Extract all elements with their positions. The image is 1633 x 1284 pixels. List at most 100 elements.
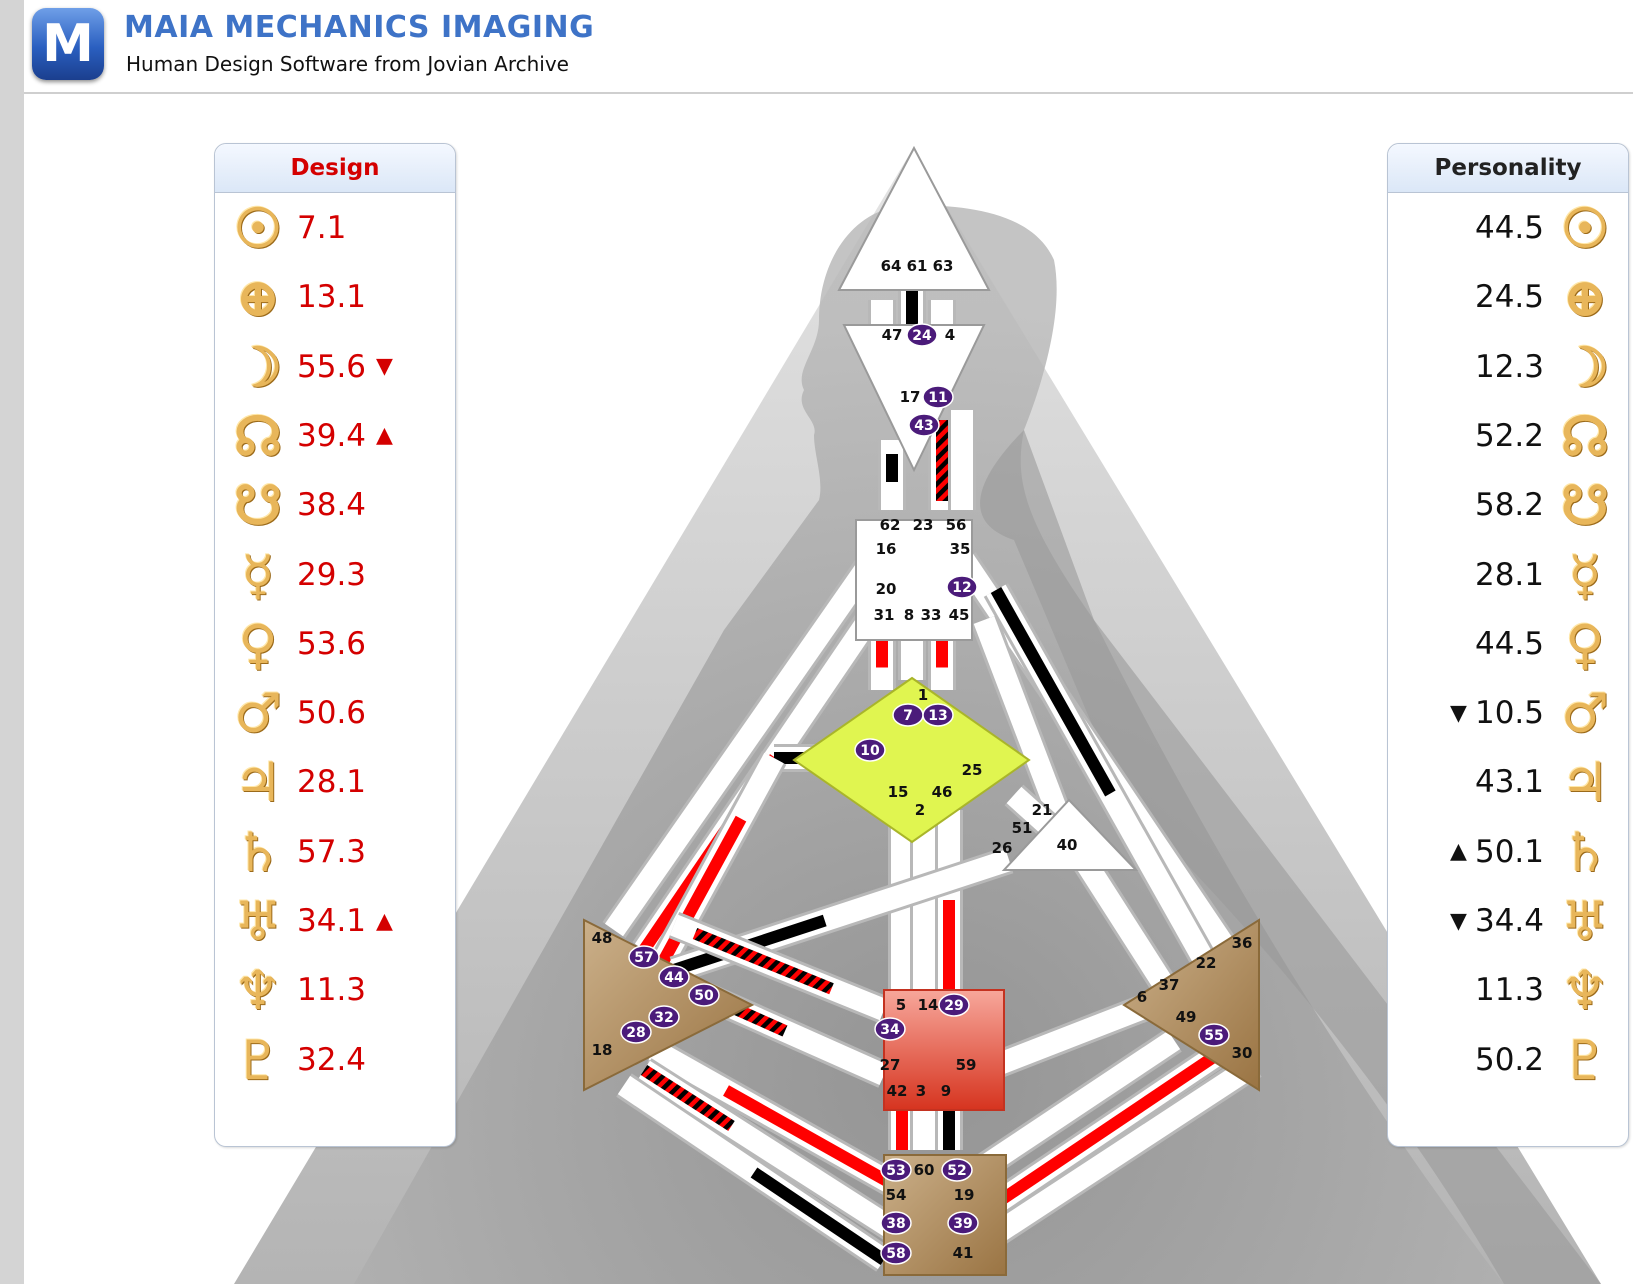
- pluto-icon: ♇: [1560, 1027, 1610, 1092]
- gate-10: 10: [860, 743, 880, 759]
- south-node-icon: ☋: [1561, 473, 1609, 538]
- venus-icon: ♀: [1565, 611, 1605, 676]
- app-window: M MAIA MECHANICS IMAGING Human Design So…: [24, 0, 1633, 1284]
- sacral-center: [883, 989, 1005, 1111]
- gate-line-value: 58.2: [1474, 487, 1544, 524]
- gate-54: 54: [886, 1186, 907, 1204]
- mercury-icon: ☿: [241, 542, 275, 607]
- gate-58: 58: [886, 1246, 905, 1262]
- gate-44: 44: [664, 970, 684, 986]
- personality-row-north-node: 52.2☊: [1400, 404, 1620, 468]
- sun-icon: ☉: [1560, 196, 1610, 260]
- gate-line-value: 34.4: [1474, 903, 1544, 939]
- gate-11-marker: [922, 385, 954, 409]
- personality-row-moon: 12.3☽: [1400, 335, 1620, 399]
- gate-55: 55: [1204, 1028, 1223, 1044]
- gate-line-value: 50.6: [297, 695, 367, 732]
- gate-55-marker: [1198, 1023, 1230, 1047]
- gate-line-value: 10.5: [1474, 695, 1544, 732]
- jupiter-icon: ♃: [233, 750, 283, 815]
- personality-title: Personality: [1388, 144, 1628, 193]
- gate-7: 7: [903, 708, 913, 724]
- design-row-saturn: ♄57.3: [223, 820, 443, 884]
- maia-logo: M: [32, 8, 104, 80]
- gate-21: 21: [1032, 801, 1053, 819]
- south-node-icon: ☋: [234, 473, 282, 538]
- gate-39: 39: [953, 1216, 972, 1232]
- channel-28-38-activation: [640, 1064, 735, 1132]
- gate-18: 18: [592, 1041, 613, 1059]
- solar-plexus-center: [1122, 918, 1260, 1092]
- centers: [583, 145, 1260, 1276]
- exalted-arrow-icon: ▲: [1450, 839, 1467, 865]
- personality-row-sun: 44.5 ☉: [1400, 196, 1620, 260]
- gate-57-marker: [628, 945, 660, 969]
- gate-line-value: 32.4: [297, 1041, 367, 1078]
- design-row-moon: ☽55.6▼: [223, 335, 443, 399]
- gate-36: 36: [1232, 934, 1253, 952]
- gate-41: 41: [953, 1244, 974, 1262]
- app-title: MAIA MECHANICS IMAGING: [124, 10, 595, 45]
- gate-line-value: 44.5: [1474, 210, 1544, 246]
- gate-50: 50: [694, 988, 714, 1004]
- design-title: Design: [215, 144, 455, 193]
- gate-28-marker: [620, 1020, 652, 1044]
- gate-46: 46: [932, 783, 953, 801]
- gate-57: 57: [634, 950, 653, 966]
- gate-11: 11: [928, 390, 947, 406]
- gate-line-value: 55.6: [297, 348, 367, 385]
- spleen-center: [583, 918, 755, 1092]
- gate-29-marker: [938, 993, 970, 1017]
- gate-13: 13: [928, 708, 947, 724]
- gate-32: 32: [654, 1010, 673, 1026]
- gate-31: 31: [874, 606, 895, 624]
- gate-line-value: 43.1: [1474, 764, 1544, 801]
- gate-28: 28: [626, 1025, 645, 1041]
- gate-29: 29: [944, 998, 963, 1014]
- gate-59: 59: [956, 1056, 977, 1074]
- gate-51: 51: [1012, 819, 1033, 837]
- jupiter-icon: ♃: [1560, 750, 1610, 815]
- personality-row-south-node: 58.2 ☋: [1400, 473, 1620, 537]
- gate-22: 22: [1196, 954, 1217, 972]
- head-center: [837, 145, 991, 291]
- gate-13-marker: [922, 703, 954, 727]
- mars-icon: ♂: [1560, 681, 1610, 746]
- detriment-arrow-icon: ▼: [1450, 908, 1467, 934]
- gate-52-marker: [941, 1158, 973, 1182]
- exalted-arrow-icon: ▲: [376, 423, 393, 449]
- uranus-icon: ♅: [1560, 889, 1610, 953]
- personality-row-pluto: 50.2♇: [1400, 1028, 1620, 1092]
- gate-33: 33: [921, 606, 942, 624]
- gate-48: 48: [592, 929, 613, 947]
- gate-line-value: 13.1: [297, 279, 367, 316]
- personality-row-mars: ▼10.5♂: [1400, 681, 1620, 745]
- personality-panel: Personality 44.5 ☉24.5⊕12.3☽52.2☊ 58.2 ☋28.…: [1387, 143, 1629, 1147]
- gate-9: 9: [941, 1082, 951, 1100]
- channel-57-34-activation: [692, 927, 834, 995]
- gate-30: 30: [1232, 1044, 1253, 1062]
- gate-15: 15: [888, 783, 909, 801]
- personality-row-mercury: 28.1☿: [1400, 543, 1620, 607]
- neptune-icon: ♆: [233, 958, 283, 1023]
- body-shadow: [980, 430, 1601, 1284]
- gate-56: 56: [946, 516, 967, 534]
- gate-line-value: 11.3: [297, 972, 367, 1009]
- north-node-icon: ☊: [234, 403, 282, 468]
- throat-center: [855, 519, 973, 641]
- gate-52: 52: [947, 1163, 966, 1179]
- gate-63: 63: [933, 257, 954, 275]
- channel-40-37-base: [1074, 854, 1174, 991]
- gate-27: 27: [880, 1056, 901, 1074]
- personality-row-earth: 24.5⊕: [1400, 265, 1620, 329]
- gate-line-value: 28.1: [297, 764, 367, 801]
- gate-62: 62: [880, 516, 901, 534]
- gate-53: 53: [886, 1163, 905, 1179]
- channel-16-48-base: [604, 553, 882, 937]
- personality-row-neptune: 11.3♆: [1400, 958, 1620, 1022]
- gate-line-value: 7.1: [297, 210, 347, 246]
- gate-61: 61: [907, 257, 928, 275]
- gate-8: 8: [904, 606, 914, 624]
